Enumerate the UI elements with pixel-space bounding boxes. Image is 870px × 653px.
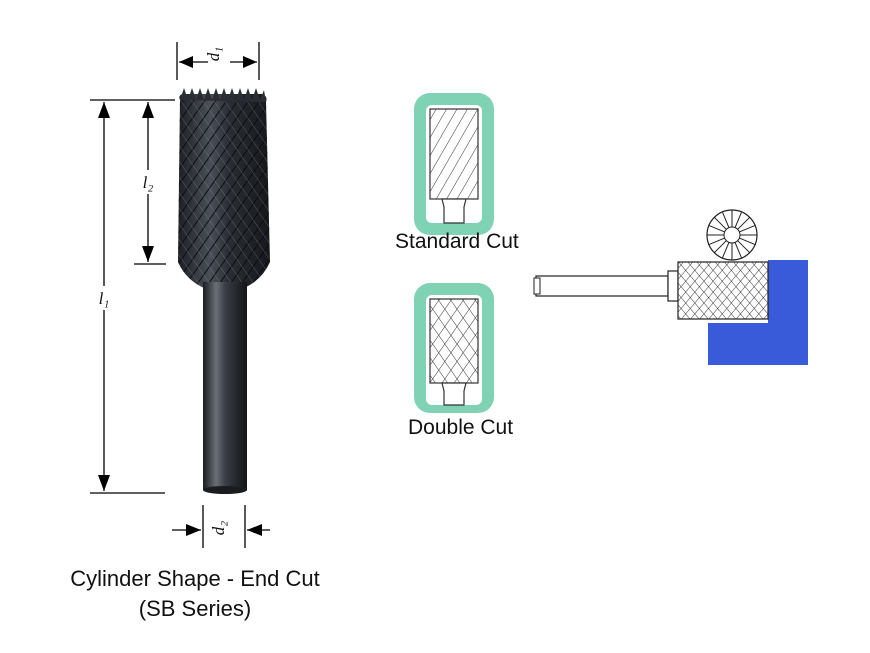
d1-label: d₁	[204, 47, 223, 61]
caption-line2: (SB Series)	[138, 596, 252, 621]
tool-shank	[533, 270, 679, 302]
double-cut-badge	[414, 283, 494, 413]
standard-cut-label: Standard Cut	[395, 230, 519, 253]
dimension-d2: d₂	[172, 505, 270, 548]
d2-label: d₂	[209, 521, 228, 536]
burr-photo	[178, 88, 270, 494]
l2-label: l₂	[143, 173, 154, 192]
dimension-l2: l₂	[134, 99, 175, 265]
end-view-rosette	[706, 209, 758, 261]
standard-cut-badge	[414, 93, 494, 235]
workpiece	[708, 260, 808, 365]
double-cut-label: Double Cut	[408, 416, 514, 439]
application-diagram	[533, 209, 808, 365]
l1-label: l₁	[99, 289, 110, 308]
tool-head	[677, 261, 769, 320]
dimension-l1: l₁	[90, 99, 165, 494]
dimension-d1: d₁	[176, 42, 260, 80]
burr-dimension-drawing: d₁ l₂ l₁ d₂	[90, 42, 270, 548]
caption-line1: Cylinder Shape - End Cut	[70, 566, 320, 591]
